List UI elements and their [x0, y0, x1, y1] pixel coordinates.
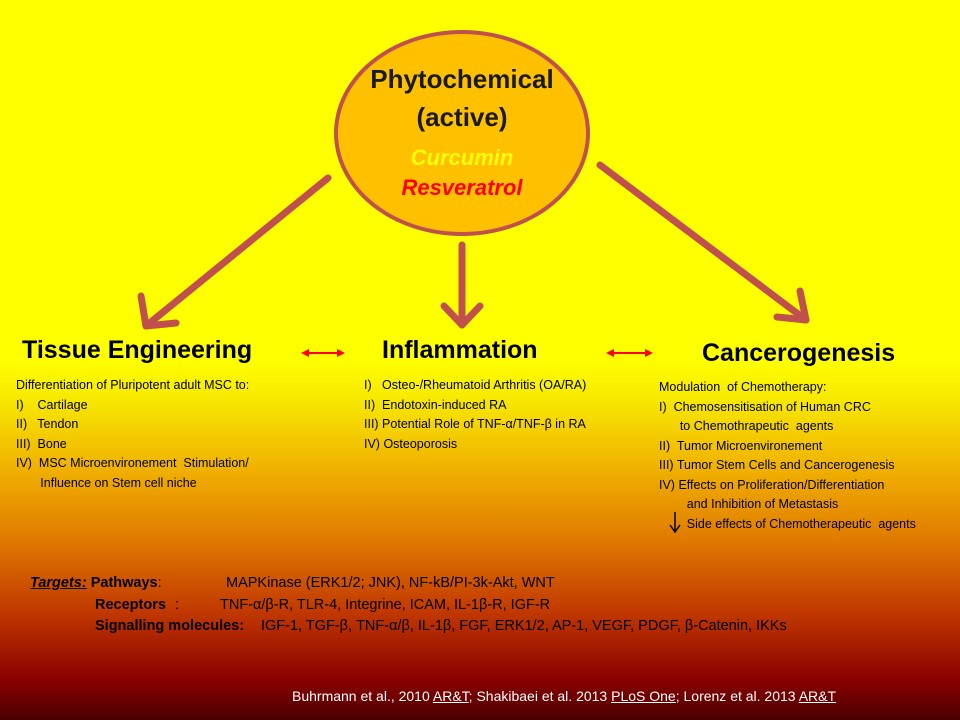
- arrow-to-tissue-engineering: [137, 174, 332, 330]
- pathways-value: MAPKinase (ERK1/2; JNK), NF-kB/PI-3k-Akt…: [226, 575, 555, 591]
- center-subtitle: (active): [416, 102, 508, 132]
- pathways-colon: :: [157, 575, 162, 591]
- targets-pathways-row: Targets: Pathways: MAPKinase (ERK1/2; JN…: [30, 573, 555, 595]
- compound-curcumin: Curcumin: [410, 145, 514, 170]
- list-item: I) Chemosensitisation of Human CRC: [659, 399, 871, 414]
- targets-receptors-row: Receptors : TNF-α/β-R, TLR-4, Integrine,…: [30, 595, 550, 617]
- list-item: II) Tumor Microenvironement: [659, 438, 823, 453]
- targets-block: Targets: Pathways: MAPKinase (ERK1/2; JN…: [30, 573, 787, 638]
- targets-label: Targets:: [30, 575, 87, 591]
- list-item: III) Potential Role of TNF-α/TNF-β in RA: [364, 417, 586, 431]
- list-item: II) Endotoxin-induced RA: [364, 397, 507, 412]
- list-item: III) Tumor Stem Cells and Cancerogenesis: [659, 458, 895, 472]
- citation-journal-link[interactable]: PLoS One: [611, 688, 676, 704]
- list-item: IV) MSC Microenvironement Stimulation/: [16, 456, 249, 470]
- list-item: III) Bone: [16, 436, 67, 451]
- receptors-colon: :: [175, 596, 180, 613]
- receptors-label: Receptors: [95, 596, 166, 613]
- tissue-engineering-list: Differentiation of Pluripotent adult MSC…: [16, 376, 249, 493]
- compound-resveratrol: Resveratrol: [401, 175, 523, 200]
- list-item: to Chemothrapeutic agents: [659, 419, 834, 433]
- down-arrow-icon: [669, 512, 681, 534]
- list-item: II) Tendon: [16, 417, 79, 431]
- center-title: Phytochemical: [370, 64, 554, 94]
- list-item: IV) Osteoporosis: [364, 436, 458, 451]
- heading-inflammation: Inflammation: [382, 336, 538, 364]
- list-item: I) Cartilage: [16, 397, 88, 412]
- citation-text: Buhrmann et al., 2010: [292, 688, 433, 704]
- list-item: and Inhibition of Metastasis: [659, 497, 839, 511]
- citation-text: ; Shakibaei et al. 2013: [468, 688, 612, 704]
- heading-tissue-engineering: Tissue Engineering: [22, 336, 253, 364]
- targets-signalling-row: Signalling molecules: IGF-1, TGF-β, TNF-…: [30, 616, 787, 638]
- signalling-value: IGF-1, TGF-β, TNF-α/β, IL-1β, FGF, ERK1/…: [261, 618, 787, 634]
- list-item: Influence on Stem cell niche: [16, 475, 197, 490]
- citation-text: ; Lorenz et al. 2013: [675, 688, 799, 704]
- heading-cancerogenesis: Cancerogenesis: [702, 339, 896, 367]
- list-item: Side effects of Chemotherapeutic agents: [659, 516, 916, 531]
- receptors-value: TNF-α/β-R, TLR-4, Integrine, ICAM, IL-1β…: [220, 596, 551, 613]
- list-item: IV) Effects on Proliferation/Differentia…: [659, 477, 885, 492]
- pathways-label: Pathways: [90, 575, 158, 591]
- citation-journal-link[interactable]: AR&T: [432, 688, 469, 704]
- citation-line: Buhrmann et al., 2010 AR&T; Shakibaei et…: [292, 688, 836, 704]
- cancerogenesis-list: Modulation of Chemotherapy: I) Chemosens…: [659, 378, 916, 534]
- arrow-to-inflammation: [440, 241, 484, 329]
- arrow-to-cancerogenesis: [596, 161, 810, 324]
- list-item: I) Osteo-/Rheumatoid Arthritis (OA/RA): [364, 378, 587, 392]
- inflammation-list: I) Osteo-/Rheumatoid Arthritis (OA/RA) I…: [364, 376, 586, 454]
- list-item: Differentiation of Pluripotent adult MSC…: [16, 378, 250, 392]
- phytochemical-oval: [334, 30, 590, 236]
- list-item: Modulation of Chemotherapy:: [659, 380, 827, 394]
- signalling-label: Signalling molecules:: [95, 618, 245, 634]
- citation-journal-link[interactable]: AR&T: [798, 688, 837, 704]
